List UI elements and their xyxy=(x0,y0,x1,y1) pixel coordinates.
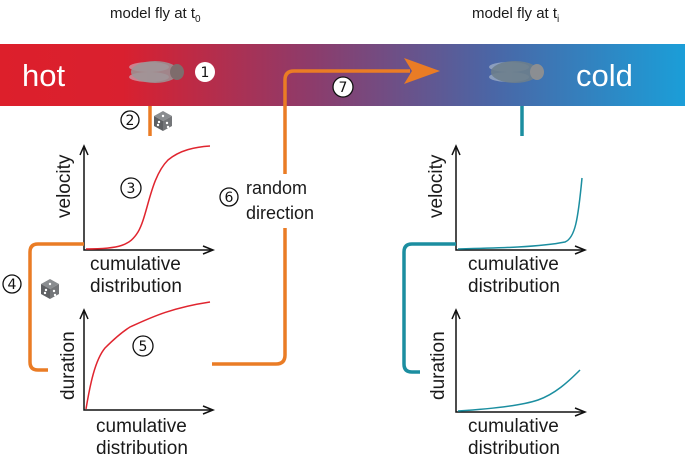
connector-line xyxy=(402,242,456,374)
left-header: model fly at t0 xyxy=(110,5,201,25)
step-2-label: 2 xyxy=(126,113,135,129)
cold-label: cold xyxy=(576,58,633,93)
step-7-label: 7 xyxy=(339,80,348,96)
step-6-text-2: direction xyxy=(246,203,314,223)
velocity-curve xyxy=(457,177,583,250)
left-top-xlabel-2: distribution xyxy=(90,276,182,297)
right-velocity-plot xyxy=(451,144,588,255)
arrow-icon xyxy=(404,58,440,84)
left-bottom-xlabel-2: distribution xyxy=(96,438,188,458)
step-1-marker xyxy=(195,62,215,82)
right-top-ylabel: velocity xyxy=(426,154,447,218)
fly-icon xyxy=(489,61,544,83)
step-3-label: 3 xyxy=(127,181,136,197)
right-bottom-xlabel-1: cumulative xyxy=(468,416,559,437)
right-top-xlabel-1: cumulative xyxy=(468,254,559,275)
left-top-ylabel: velocity xyxy=(54,154,75,218)
left-velocity-plot xyxy=(79,144,216,255)
left-duration-plot xyxy=(79,301,216,415)
right-bottom-xlabel-2: distribution xyxy=(468,438,560,458)
duration-curve xyxy=(85,301,211,410)
left-bottom-ylabel: duration xyxy=(58,331,79,400)
step-7-marker xyxy=(332,76,354,98)
step-3-marker xyxy=(120,177,142,199)
step-4-marker xyxy=(2,274,22,294)
connector-line xyxy=(28,242,84,372)
right-duration-plot xyxy=(451,308,588,417)
dice-icon xyxy=(154,111,172,131)
right-top-xlabel-2: distribution xyxy=(468,276,560,297)
right-header: model fly at ti xyxy=(472,5,559,25)
dice-icon xyxy=(41,279,59,299)
step-1-label: 1 xyxy=(201,65,210,81)
step-2-marker xyxy=(120,110,140,130)
right-bottom-ylabel: duration xyxy=(428,331,449,400)
fly-icon xyxy=(129,61,184,83)
step-5-label: 5 xyxy=(139,339,148,355)
velocity-curve xyxy=(85,145,211,250)
left-top-xlabel-1: cumulative xyxy=(90,254,181,275)
hot-label: hot xyxy=(22,58,65,93)
duration-curve xyxy=(457,369,581,412)
step-5-marker xyxy=(132,335,154,357)
left-bottom-xlabel-1: cumulative xyxy=(96,416,187,437)
step-6-text-1: random xyxy=(246,178,307,198)
step-6-label: 6 xyxy=(225,190,234,206)
step-4-label: 4 xyxy=(8,277,17,293)
step-6-marker xyxy=(219,187,239,207)
